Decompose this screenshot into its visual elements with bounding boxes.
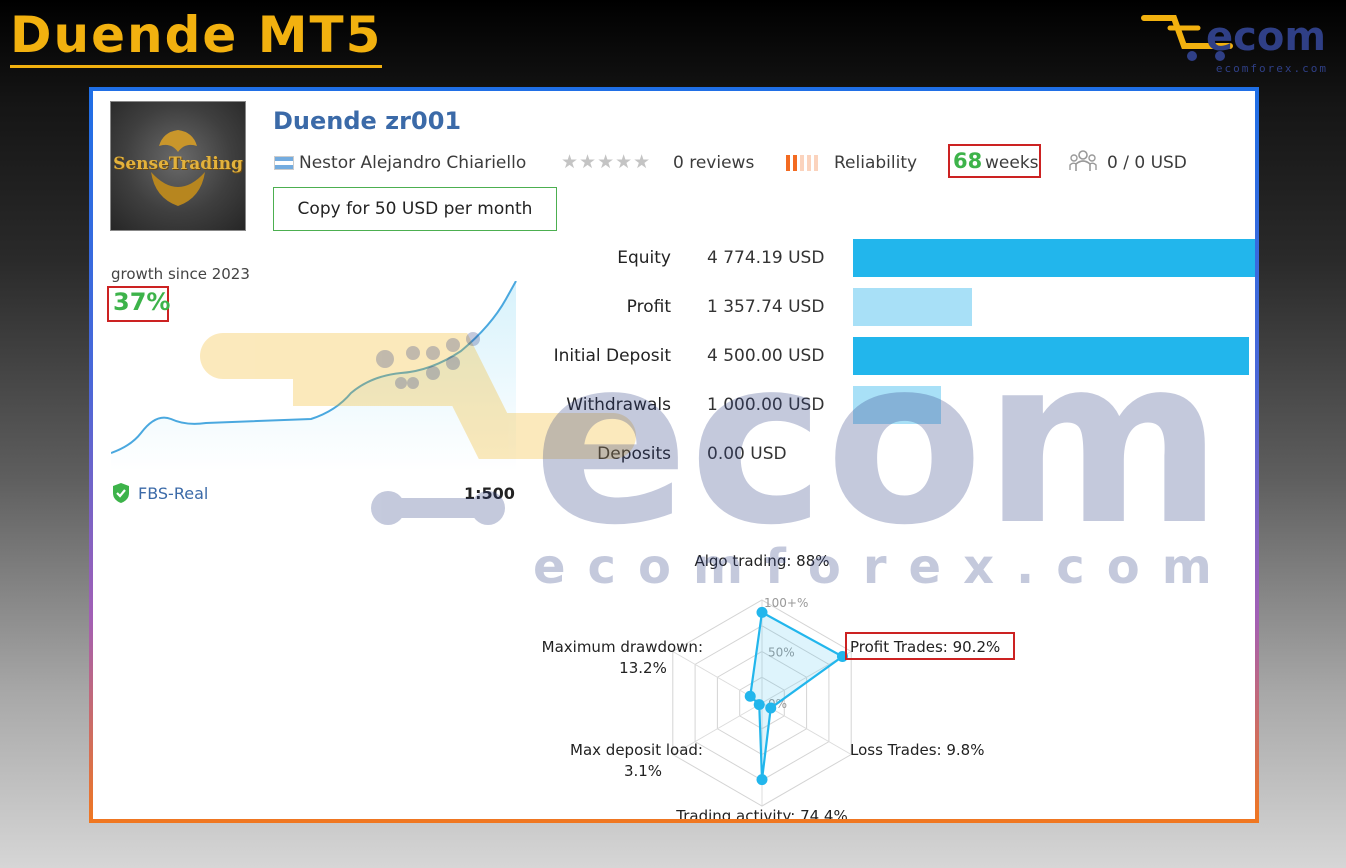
growth-value: 37%: [113, 288, 171, 316]
subscribers-icon: [1069, 150, 1097, 171]
radar-axis-label-4: Max deposit load:: [570, 741, 703, 759]
weeks-value: 68: [953, 149, 983, 173]
radar-spoke-2: [761, 702, 852, 755]
stat-bar-withdrawals: [853, 386, 941, 424]
growth-highlight: [107, 286, 169, 322]
page-title: Duende MT5: [10, 6, 383, 68]
stat-bar-equity: [853, 239, 1255, 277]
broker-name[interactable]: FBS-Real: [138, 484, 209, 503]
system-logo-text: SenseTrading: [113, 154, 243, 174]
stat-label-deposits: Deposits: [597, 444, 671, 464]
stat-label-profit: Profit: [626, 297, 671, 317]
radar-axis-value-5: 13.2%: [619, 659, 667, 677]
radar-axis-label-3: Trading activity: 74.4%: [675, 807, 847, 819]
stat-value-withdrawals: 1 000.00 USD: [707, 395, 825, 415]
radar-point-4: [753, 699, 765, 711]
profit-trades-highlight: [845, 632, 1015, 660]
stat-label-equity: Equity: [617, 248, 671, 268]
reliability-bars-icon: [786, 155, 821, 175]
copy-signal-button[interactable]: Copy for 50 USD per month: [273, 187, 557, 231]
stat-label-initial-deposit: Initial Deposit: [553, 346, 671, 366]
radar-ring-label: 100+%: [764, 596, 808, 610]
rating-stars-icon: ★★★★★: [561, 151, 652, 173]
radar-point-0: [756, 606, 768, 618]
growth-area: [111, 281, 516, 471]
stat-bar-initial-deposit: [853, 337, 1249, 375]
signal-panel: SenseTrading Duende zr001 Nestor Alejand…: [93, 91, 1255, 819]
growth-chart: [111, 281, 517, 471]
trading-radar-chart: 100+%50%0%Algo trading: 88%Profit Trades…: [542, 552, 1015, 819]
radar-axis-label-5: Maximum drawdown:: [542, 638, 703, 656]
screenshot-frame: SenseTrading Duende zr001 Nestor Alejand…: [89, 87, 1259, 823]
radar-point-2: [765, 702, 777, 714]
stat-value-profit: 1 357.74 USD: [707, 297, 825, 317]
lion-crest-icon: [151, 130, 205, 206]
weeks-highlight: [948, 144, 1041, 178]
author-name[interactable]: Nestor Alejandro Chiariello: [299, 153, 527, 173]
radar-point-5: [744, 690, 756, 702]
growth-label: growth since 2023: [111, 265, 250, 283]
radar-spoke-4: [672, 702, 763, 755]
reliability-label: Reliability: [834, 153, 918, 173]
radar-axis-value-4: 3.1%: [624, 762, 662, 780]
system-logo: SenseTrading: [110, 101, 246, 231]
growth-line: [111, 281, 517, 454]
verified-shield-icon: [113, 483, 129, 503]
stat-bar-profit: [853, 288, 972, 326]
radar-ring-label: 50%: [768, 646, 795, 660]
brand-logo: ecom ecomforex.com: [1140, 6, 1340, 75]
brand-url: ecomforex.com: [1215, 62, 1328, 75]
reviews-count[interactable]: 0 reviews: [673, 153, 755, 173]
weeks-label: weeks: [985, 153, 1039, 173]
radar-axis-label-1: Profit Trades: 90.2%: [850, 638, 1000, 656]
argentina-flag-icon: [274, 156, 294, 170]
brand-letters: ecom: [1206, 14, 1326, 60]
radar-axis-label-2: Loss Trades: 9.8%: [850, 741, 984, 759]
cart-icon: ecom: [1141, 14, 1326, 61]
radar-axis-label-0: Algo trading: 88%: [694, 552, 829, 570]
radar-point-3: [756, 774, 768, 786]
stat-value-equity: 4 774.19 USD: [707, 248, 825, 268]
subscribers-value: 0 / 0 USD: [1107, 153, 1187, 173]
stat-label-withdrawals: Withdrawals: [566, 395, 671, 415]
leverage-value: 1:500: [464, 484, 515, 503]
stat-value-initial-deposit: 4 500.00 USD: [707, 346, 825, 366]
stat-value-deposits: 0.00 USD: [707, 444, 787, 464]
system-name[interactable]: Duende zr001: [273, 107, 462, 135]
